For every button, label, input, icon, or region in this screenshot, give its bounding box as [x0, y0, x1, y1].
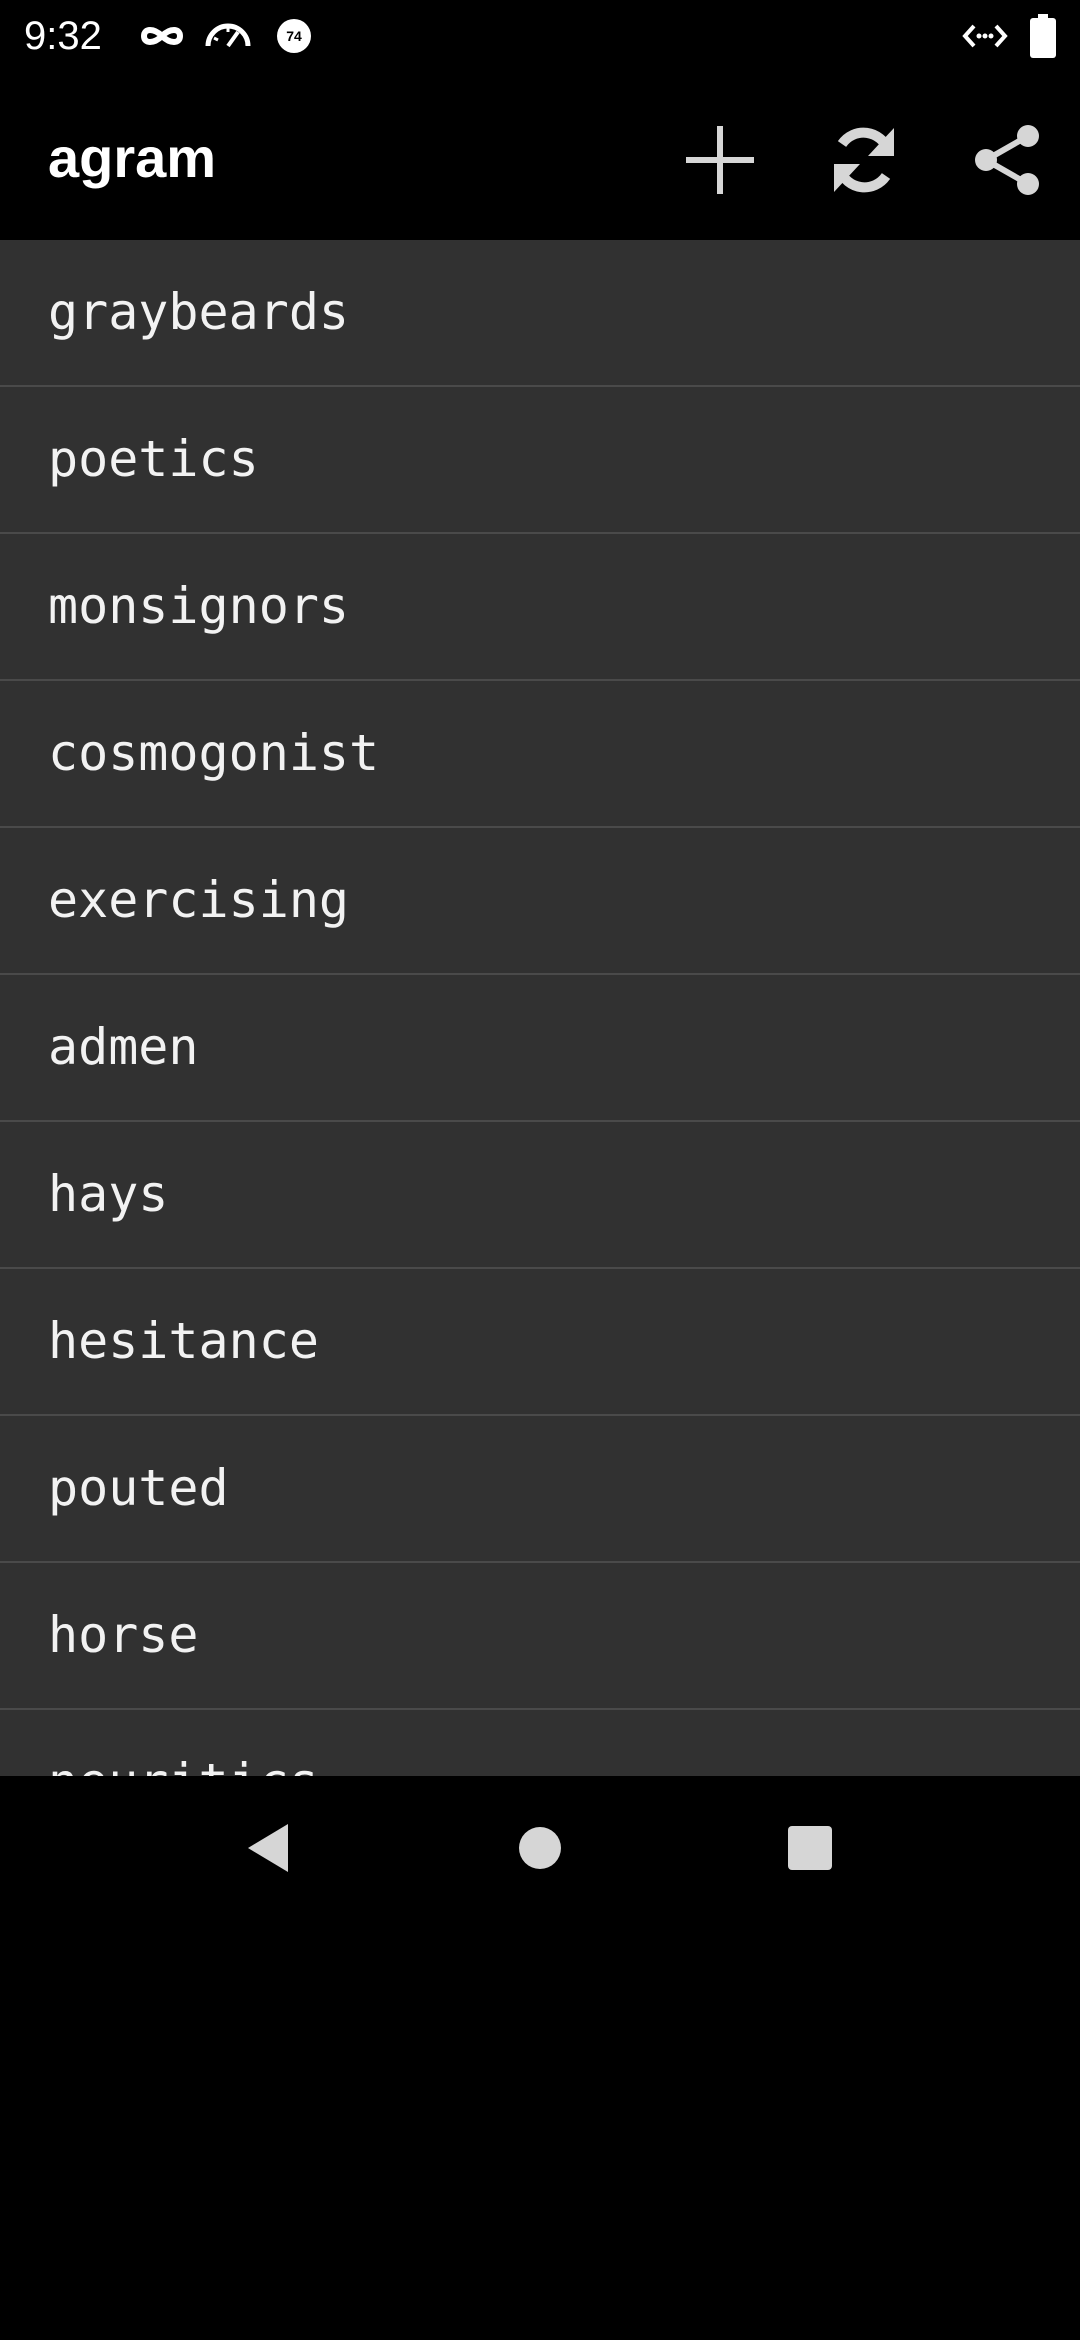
list-item[interactable]: admen — [0, 975, 1080, 1122]
add-icon — [686, 126, 754, 194]
list-item-text: cosmogonist — [48, 724, 380, 782]
add-button[interactable] — [672, 112, 768, 208]
word-list[interactable]: graybeards poetics monsignors cosmogonis… — [0, 240, 1080, 1776]
speedometer-icon — [204, 16, 252, 56]
list-item-text: hesitance — [48, 1312, 319, 1370]
badge-74-icon: 74 — [274, 16, 314, 56]
list-item[interactable]: exercising — [0, 828, 1080, 975]
app-bar: agram — [0, 72, 1080, 240]
list-item-text: exercising — [48, 871, 350, 929]
list-item[interactable]: neuritics — [0, 1710, 1080, 1776]
list-item-text: pouted — [48, 1459, 229, 1517]
back-icon — [248, 1824, 288, 1872]
battery-icon — [1030, 14, 1056, 58]
share-button[interactable] — [960, 112, 1056, 208]
list-item[interactable]: poetics — [0, 387, 1080, 534]
status-time: 9:32 — [24, 14, 102, 58]
list-item[interactable]: hesitance — [0, 1269, 1080, 1416]
list-item-text: admen — [48, 1018, 199, 1076]
list-item[interactable]: monsignors — [0, 534, 1080, 681]
list-item-text: hays — [48, 1165, 169, 1223]
app-title: agram — [48, 126, 217, 189]
code-icon — [962, 16, 1008, 56]
list-item[interactable]: horse — [0, 1563, 1080, 1710]
list-item[interactable]: pouted — [0, 1416, 1080, 1563]
list-item-text: poetics — [48, 430, 259, 488]
share-icon — [975, 125, 1039, 195]
refresh-icon — [834, 127, 894, 193]
back-button[interactable] — [220, 1800, 316, 1896]
incognito-icon — [140, 16, 184, 56]
list-item-text: horse — [48, 1606, 199, 1664]
svg-text:74: 74 — [286, 28, 302, 44]
recents-button[interactable] — [762, 1800, 858, 1896]
status-bar: 9:32 74 — [0, 0, 1080, 72]
list-item[interactable]: hays — [0, 1122, 1080, 1269]
list-item[interactable]: graybeards — [0, 240, 1080, 387]
recents-icon — [788, 1826, 832, 1870]
home-icon — [519, 1827, 561, 1869]
list-item-text: neuritics — [48, 1752, 319, 1776]
refresh-button[interactable] — [816, 112, 912, 208]
list-item[interactable]: cosmogonist — [0, 681, 1080, 828]
list-item-text: monsignors — [48, 577, 350, 635]
navigation-bar — [0, 1776, 1080, 1920]
home-button[interactable] — [492, 1800, 588, 1896]
list-item-text: graybeards — [48, 283, 350, 341]
